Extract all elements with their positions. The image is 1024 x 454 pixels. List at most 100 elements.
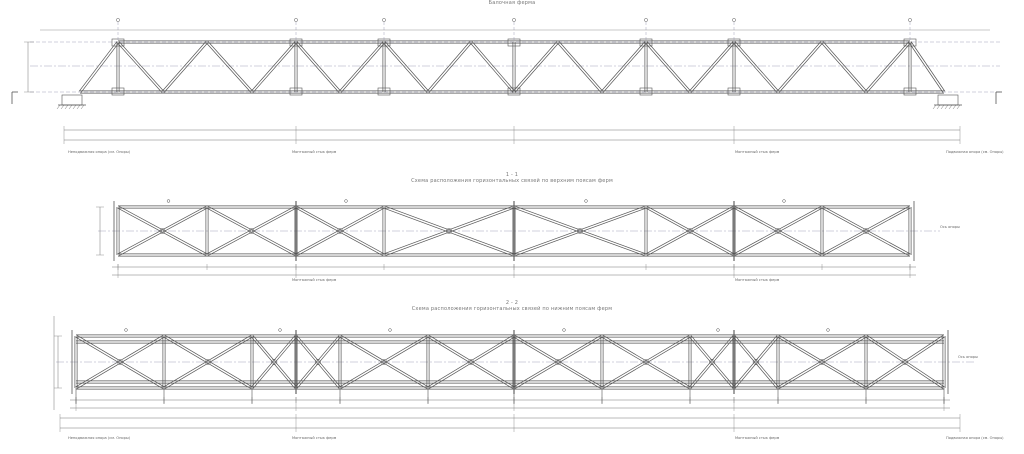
cross-brace [821,205,910,255]
note-joint-3: Монтажный стык ферм [292,278,337,282]
cross-brace [866,334,945,388]
gusset-plate [903,87,917,96]
brace-gusset [446,228,452,234]
cross-brace [340,336,429,390]
end-diagonal [910,41,946,92]
diagonal-member [469,42,514,93]
diagonal-member [688,41,734,92]
brace-gusset [315,359,321,365]
cross-brace [252,336,298,389]
cross-brace [340,334,429,388]
brace-gusset [117,359,123,365]
cross-brace [294,336,340,389]
cross-brace [514,336,603,390]
diagonal-member [734,41,780,92]
cross-brace [295,207,384,257]
lower-chord-bracing-plan [53,316,974,432]
support-movable-hatch [944,104,949,110]
cross-brace [163,334,252,388]
cross-brace [778,336,867,390]
support-movable-hatch [948,104,953,110]
axis-marker [294,18,298,22]
section-2-number: 2 - 2 [505,300,519,306]
diagonal-member [690,42,736,93]
cross-brace [164,336,253,390]
cross-brace [117,207,207,257]
brace-gusset [271,359,277,365]
note-joint-4: Монтажный стык ферм [735,278,780,282]
diagonal-member [732,42,778,93]
cross-brace [688,335,734,388]
cross-brace [866,336,945,390]
diagonal-member [514,42,560,93]
gusset-plate [289,87,303,96]
brace-gusset [863,228,869,234]
cross-brace [296,336,342,389]
cross-brace [733,205,822,255]
cross-brace [118,205,208,255]
section-1-title: Схема расположения горизонтальных связей… [411,178,613,184]
callout-marker [388,328,392,332]
cross-brace [206,207,296,257]
diagonal-member [384,41,430,92]
cross-brace [690,336,736,389]
note-fixed-support: Неподвижная опора (см. Опоры) [68,150,131,154]
cross-brace [294,335,340,388]
cross-brace [383,205,514,255]
brace-gusset [337,228,343,234]
brace-gusset [902,359,908,365]
callout-marker [826,328,830,332]
cross-brace [602,334,691,388]
cross-brace [76,334,165,388]
brace-gusset [819,359,825,365]
cross-brace [777,336,866,390]
cross-brace [688,336,734,389]
cross-brace [734,207,823,257]
cross-brace [75,334,164,388]
brace-gusset [159,228,166,234]
support-fixed [61,94,83,106]
brace-gusset [687,228,693,234]
cross-brace [777,334,866,388]
cross-brace [513,205,646,255]
gusset-plate [507,38,521,47]
cross-brace [295,205,384,255]
support-fixed-hatch [60,104,65,110]
diagonal-member [116,42,163,93]
support-movable-hatch [936,104,941,110]
note-joint-6: Монтажный стык ферм [735,436,780,440]
cross-brace [250,335,296,388]
end-diagonal [78,41,118,92]
cross-brace [207,205,297,255]
support-movable-hatch [932,104,937,110]
diagonal-member [250,41,296,92]
section-1-number: 1 - 1 [505,172,519,178]
cross-brace [427,334,514,388]
cross-brace [514,334,603,388]
diagonal-member [512,41,558,92]
brace-gusset [775,228,781,234]
note-joint-2: Монтажный стык ферм [735,150,780,154]
brace-gusset [381,359,387,365]
cross-brace [822,207,911,257]
cross-brace [865,336,944,390]
note-movable-support-2: Подвижная опора (см. Опоры) [946,436,1004,440]
cross-brace [76,336,165,390]
cross-brace [428,336,515,390]
cross-brace [690,335,736,388]
cross-brace [75,336,164,390]
callout-marker [782,199,786,203]
brace-gusset [205,359,211,365]
brace-gusset [709,359,715,365]
callout-marker [562,328,566,332]
diagonal-member [820,42,866,93]
brace-gusset [643,359,649,365]
drawing-title: Балочная ферма [488,0,536,6]
brace-gusset [468,359,474,365]
support-movable [937,94,959,106]
cross-brace [252,335,298,388]
callout-marker [278,328,282,332]
brace-gusset [248,228,255,234]
diagonal-member [602,42,648,93]
diagonal-member [338,41,384,92]
